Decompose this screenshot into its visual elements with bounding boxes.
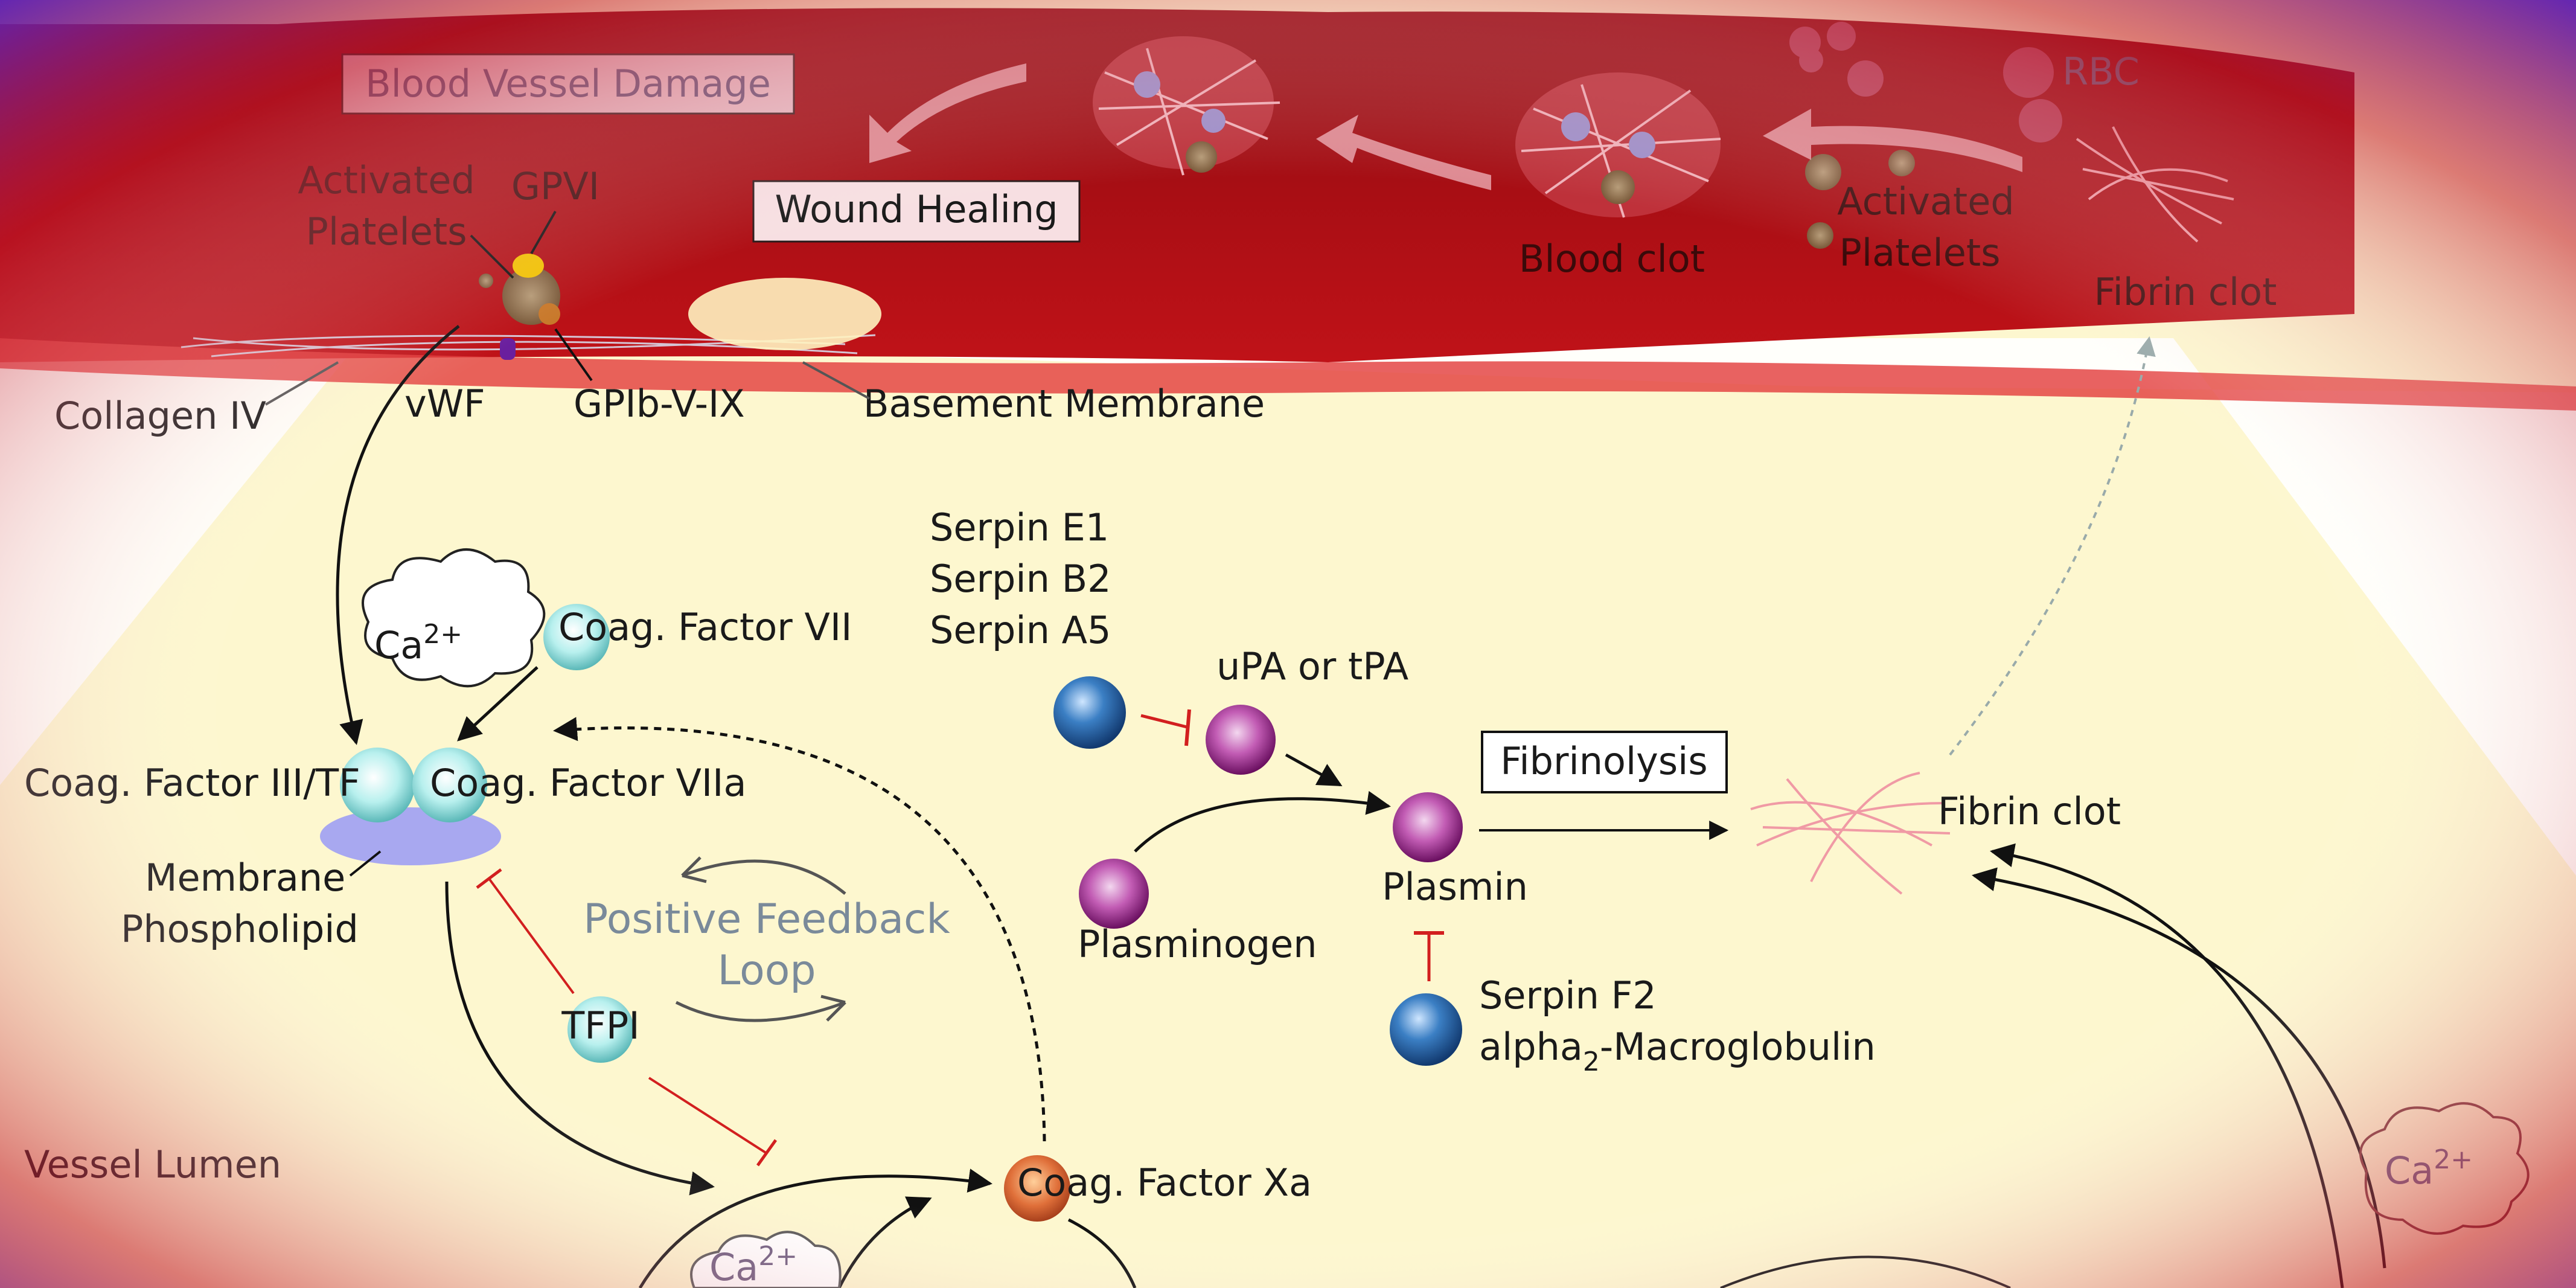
serpin-e1-label: Serpin E1 — [930, 505, 1109, 549]
fibrin-clot-top-label: Fibrin clot — [2094, 270, 2277, 314]
positive-feedback-label-1: Positive Feedback — [583, 896, 950, 943]
vwf-label: vWF — [404, 382, 485, 426]
alpha-macroglobulin-a: alpha — [1479, 1025, 1583, 1069]
serpin-ball-upper — [1053, 676, 1126, 749]
calcium-right-ca: Ca — [2385, 1149, 2434, 1193]
fibrinolysis-label: Fibrinolysis — [1500, 739, 1707, 783]
calcium-bottom-sup: 2+ — [758, 1241, 797, 1272]
membrane-label-2: Phospholipid — [121, 907, 359, 951]
alpha-macroglobulin-sub: 2 — [1583, 1046, 1600, 1077]
blood-clot-label: Blood clot — [1519, 237, 1705, 281]
collagen-iv-label: Collagen IV — [54, 394, 266, 438]
wound-healing-label: Wound Healing — [775, 187, 1058, 231]
coag-factor-vii-label: Coag. Factor VII — [558, 605, 852, 649]
serpin-f2-ball — [1390, 993, 1462, 1066]
plasmin-ball — [1393, 792, 1463, 862]
calcium-right-sup: 2+ — [2434, 1144, 2473, 1175]
membrane-phospholipid-disc — [320, 807, 501, 865]
plasminogen-ball — [1079, 859, 1149, 929]
serpin-b2-label: Serpin B2 — [930, 557, 1111, 601]
fibrin-clot-mid-label: Fibrin clot — [1938, 789, 2121, 833]
positive-feedback-label-2: Loop — [717, 947, 816, 995]
plasmin-label: Plasmin — [1382, 865, 1528, 909]
coag-factor-viia-label: Coag. Factor VIIa — [430, 761, 746, 805]
gpib-label: GPIb-V-IX — [574, 382, 745, 426]
calcium-bottom-ca: Ca — [709, 1245, 758, 1288]
basement-membrane-label: Basement Membrane — [863, 382, 1265, 426]
blood-clot-cluster-mid — [1515, 72, 1721, 218]
rbc-label: RBC — [2062, 50, 2140, 94]
serpin-f2-label: Serpin F2 — [1479, 973, 1657, 1017]
upa-tpa-ball — [1206, 705, 1276, 775]
calcium-left-sup: 2+ — [423, 619, 462, 650]
plasminogen-label: Plasminogen — [1078, 922, 1317, 966]
damage-glow — [688, 278, 881, 350]
activated-platelets-right-label-2: Platelets — [1839, 231, 2000, 275]
calcium-left-ca: Ca — [374, 623, 423, 667]
coag-factor-xa-label: Coag. Factor Xa — [1017, 1161, 1312, 1205]
gpvi-label: GPVI — [511, 164, 599, 208]
upa-tpa-label: uPA or tPA — [1216, 644, 1408, 688]
membrane-label-1: Membrane — [145, 856, 345, 900]
tfpi-label: TFPI — [561, 1004, 639, 1048]
activated-platelets-right-label-1: Activated — [1837, 179, 2014, 223]
alpha-macroglobulin-b: -Macroglobulin — [1600, 1025, 1876, 1069]
vessel-lumen-label: Vessel Lumen — [24, 1142, 281, 1187]
activated-platelets-top-label-1: Activated — [298, 158, 475, 202]
blood-vessel-damage-label: Blood Vessel Damage — [365, 62, 771, 106]
coag-factor-iii-tf-label: Coag. Factor III/TF — [24, 761, 360, 805]
activated-platelets-top-label-2: Platelets — [305, 210, 467, 254]
serpin-a5-label: Serpin A5 — [930, 608, 1111, 652]
